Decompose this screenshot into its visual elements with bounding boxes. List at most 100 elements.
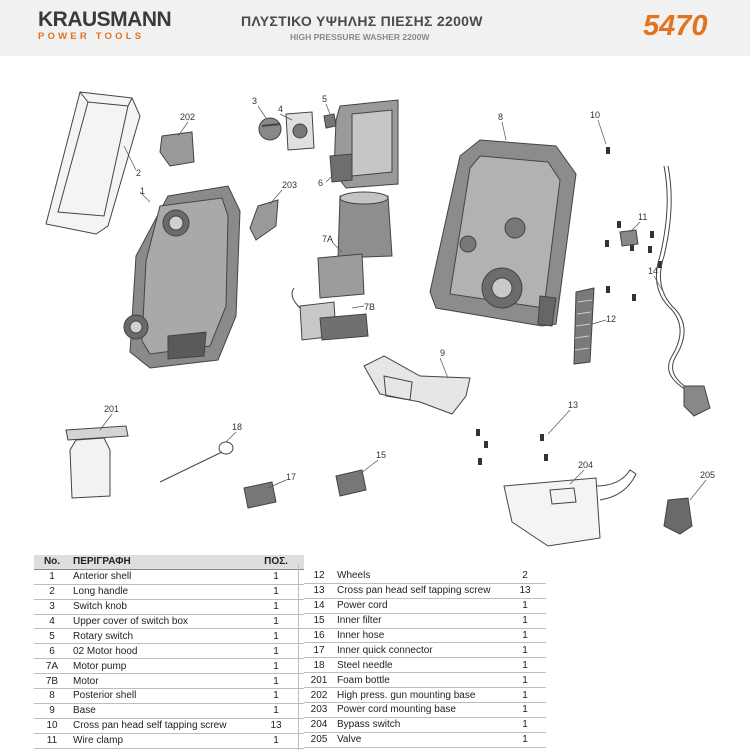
cell-description: Inner hose (334, 628, 504, 644)
cell-quantity: 1 (248, 688, 304, 704)
cell-no: 1 (34, 569, 70, 585)
cell-quantity: 1 (248, 673, 304, 690)
cell-no: 17 (304, 642, 334, 659)
cell-description: Wire clamp (70, 733, 248, 749)
callout-7b: 7B (364, 302, 375, 312)
callout-14: 14 (648, 266, 658, 276)
part-foam-bottle (65, 425, 129, 499)
callout-201: 201 (104, 404, 119, 414)
part-steel-needle (159, 441, 234, 483)
callout-13: 13 (568, 400, 578, 410)
callout-6: 6 (318, 178, 323, 188)
part-inner-filter (335, 469, 367, 497)
callout-15: 15 (376, 450, 386, 460)
callout-3: 3 (252, 96, 257, 106)
part-posterior-shell (429, 139, 577, 327)
part-switch-box-cover (285, 111, 315, 151)
cell-quantity: 1 (504, 717, 546, 733)
cell-quantity: 1 (504, 702, 546, 718)
part-motor-hood (329, 99, 399, 189)
part-wheel (573, 287, 595, 365)
cell-quantity: 1 (248, 584, 304, 600)
cell-quantity: 1 (504, 657, 546, 674)
cell-description: Rotary switch (70, 628, 248, 645)
cell-no: 201 (304, 672, 334, 689)
cell-description: Motor pump (70, 658, 248, 675)
part-motor-pump (291, 191, 393, 341)
cell-description: 02 Motor hood (70, 643, 248, 660)
part-switch-knob (258, 117, 282, 141)
callout-1: 1 (140, 186, 145, 196)
cell-description: Valve (334, 732, 504, 748)
cell-no: 6 (34, 643, 70, 660)
cell-quantity: 1 (248, 569, 304, 585)
callout-18: 18 (232, 422, 242, 432)
table-header-row: No. ΠΕΡΙΓΡΑΦΗ ΠΟΣ. (34, 555, 304, 570)
cell-description: Switch knob (70, 599, 248, 615)
part-rotary-switch (323, 113, 337, 129)
brand-subtitle: POWER TOOLS (38, 31, 145, 42)
callout-2: 2 (136, 168, 141, 178)
cell-quantity: 1 (504, 613, 546, 629)
callout-5: 5 (322, 94, 327, 104)
cell-no: 5 (34, 628, 70, 645)
cell-quantity: 2 (504, 569, 546, 584)
cell-description: Wheels (334, 569, 504, 584)
callout-8: 8 (498, 112, 503, 122)
cell-quantity: 1 (504, 628, 546, 644)
cell-no: 7B (34, 673, 70, 690)
callout-labels: 1 2 3 4 5 6 7A 7B 8 9 10 11 12 13 14 15 … (104, 94, 715, 482)
model-number: 5470 (643, 10, 708, 42)
cell-no: 18 (304, 657, 334, 674)
cell-description: Power cord mounting base (334, 702, 504, 718)
cell-description: Cross pan head self tapping screw (70, 718, 248, 734)
cell-description: Upper cover of switch box (70, 614, 248, 630)
cell-quantity: 1 (504, 598, 546, 614)
part-power-cord (655, 165, 711, 417)
part-cord-mounting-base (249, 199, 279, 241)
cell-description: Base (70, 703, 248, 719)
cell-quantity: 1 (504, 672, 546, 689)
callout-10: 10 (590, 110, 600, 120)
callout-17: 17 (286, 472, 296, 482)
callout-9: 9 (440, 348, 445, 358)
cell-no: 3 (34, 599, 70, 615)
part-bypass-switch (503, 469, 637, 547)
cell-no: 2 (34, 584, 70, 600)
cell-description: Anterior shell (70, 569, 248, 585)
cell-no: 15 (304, 613, 334, 629)
cell-description: Cross pan head self tapping screw (334, 583, 504, 599)
cell-no: 203 (304, 702, 334, 718)
cell-description: High press. gun mounting base (334, 687, 504, 704)
callout-4: 4 (278, 104, 283, 114)
part-gun-mounting-base (159, 131, 195, 167)
part-base (363, 355, 471, 415)
part-long-handle (45, 91, 141, 235)
cell-no: 16 (304, 628, 334, 644)
cell-quantity: 1 (504, 642, 546, 659)
callout-12: 12 (606, 314, 616, 324)
cell-no: 202 (304, 687, 334, 704)
